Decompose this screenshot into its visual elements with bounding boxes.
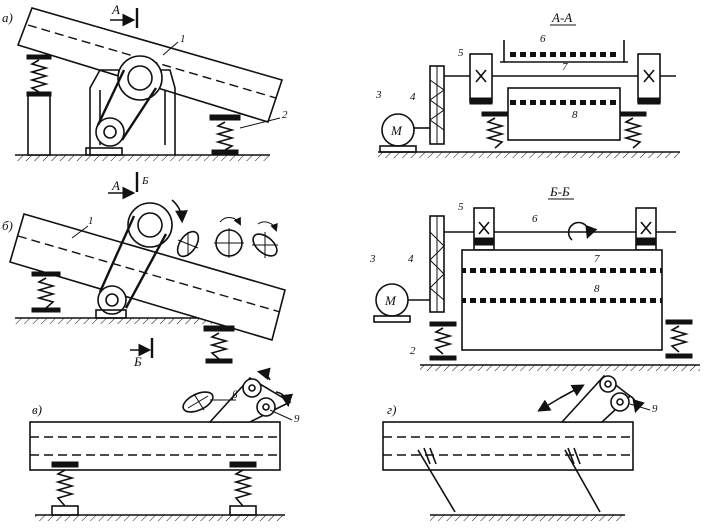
callout-7-bb: 7 — [594, 253, 600, 265]
suspension-rods-g — [417, 447, 601, 513]
eccentric-drive-a — [95, 55, 163, 147]
angle-beta-label: β — [231, 389, 238, 401]
motor-label-aa: М — [390, 123, 403, 138]
callout-2-bb: 2 — [410, 345, 416, 357]
rotation-arrow-bb — [567, 221, 598, 241]
spring-left-a — [26, 54, 52, 156]
callout-3-aa: 3 — [375, 89, 382, 101]
panel-v-label: в) — [32, 402, 42, 417]
spring-left-aa — [481, 111, 509, 149]
bearing-right-aa — [637, 53, 661, 105]
panel-b: б) — [2, 172, 286, 369]
orbit-ellipse-v: β — [182, 389, 238, 413]
svg-text:А: А — [111, 178, 120, 193]
section-bb-label: Б-Б — [549, 184, 570, 199]
panel-g: г) — [382, 374, 658, 521]
panel-a-label: а) — [2, 10, 13, 25]
svg-text:Б: Б — [141, 175, 149, 187]
motor-bb: М — [373, 283, 411, 323]
callout-9-g: 9 — [629, 403, 658, 415]
eccentric-drive-b — [95, 199, 188, 319]
motor-label-bb: М — [384, 293, 397, 308]
screen-box-b — [9, 213, 286, 342]
svg-text:1: 1 — [88, 215, 94, 227]
callout-1-b: 1 — [71, 215, 94, 239]
ground-g — [430, 514, 625, 521]
bearing-left-bb — [473, 207, 495, 251]
spring-right-v — [229, 461, 257, 516]
svg-text:9: 9 — [652, 403, 658, 415]
callout-3-bb: 3 — [369, 253, 376, 265]
callout-6-bb: 6 — [532, 213, 538, 225]
ground-a — [15, 154, 270, 161]
spring-left-b — [31, 271, 61, 313]
motion-arrow-g — [537, 384, 585, 412]
callout-8-bb: 8 — [594, 283, 600, 295]
section-mark-b-bottom: Б — [130, 338, 154, 369]
spring-right-a — [209, 114, 241, 155]
section-bb: Б-Б М — [369, 184, 700, 371]
orbit-ellipses-b — [176, 216, 278, 258]
screen-box-aa — [500, 40, 628, 141]
callout-4-bb: 4 — [408, 253, 414, 265]
panel-g-label: г) — [387, 402, 396, 417]
callout-5-bb: 5 — [458, 201, 464, 213]
callout-1-a: 1 — [162, 33, 186, 56]
belt-drive-bb — [408, 215, 445, 313]
callout-9-v: 9 — [269, 409, 300, 425]
screen-box-g — [382, 421, 634, 471]
screen-box-bb — [461, 249, 663, 351]
callout-4-aa: 4 — [410, 91, 416, 103]
section-aa: А-А М — [375, 10, 680, 158]
callout-5-aa: 5 — [458, 47, 464, 59]
ground-aa — [378, 151, 680, 158]
spring-right-b — [203, 325, 235, 364]
svg-text:9: 9 — [294, 413, 300, 425]
section-mark-a-b: А Б — [108, 172, 149, 200]
callout-6-aa: 6 — [540, 33, 546, 45]
bearing-left-aa — [469, 53, 493, 105]
ground-v — [35, 514, 285, 521]
section-aa-label: А-А — [551, 10, 572, 25]
exciter-arm-v — [208, 367, 294, 423]
bearing-right-bb — [635, 207, 657, 251]
svg-text:А: А — [111, 2, 120, 17]
panel-a: а) — [2, 2, 288, 161]
svg-text:2: 2 — [282, 109, 288, 121]
ground-bb — [420, 364, 700, 371]
spring-left-v — [51, 461, 79, 516]
panel-v: в) β — [29, 367, 300, 521]
exciter-arm-g — [560, 374, 645, 423]
panel-b-label: б) — [2, 218, 13, 233]
svg-text:Б: Б — [133, 354, 142, 369]
spring-right-aa — [619, 111, 647, 149]
callout-7-aa: 7 — [562, 61, 568, 73]
callout-2-a: 2 — [239, 109, 288, 129]
callout-8-aa: 8 — [572, 109, 578, 121]
motor-aa: М — [379, 113, 417, 153]
svg-text:1: 1 — [180, 33, 186, 45]
spring-right-bb — [665, 319, 693, 359]
belt-drive-aa — [414, 65, 445, 145]
spring-left-bb — [429, 321, 457, 361]
section-mark-a-top: А — [110, 2, 139, 28]
